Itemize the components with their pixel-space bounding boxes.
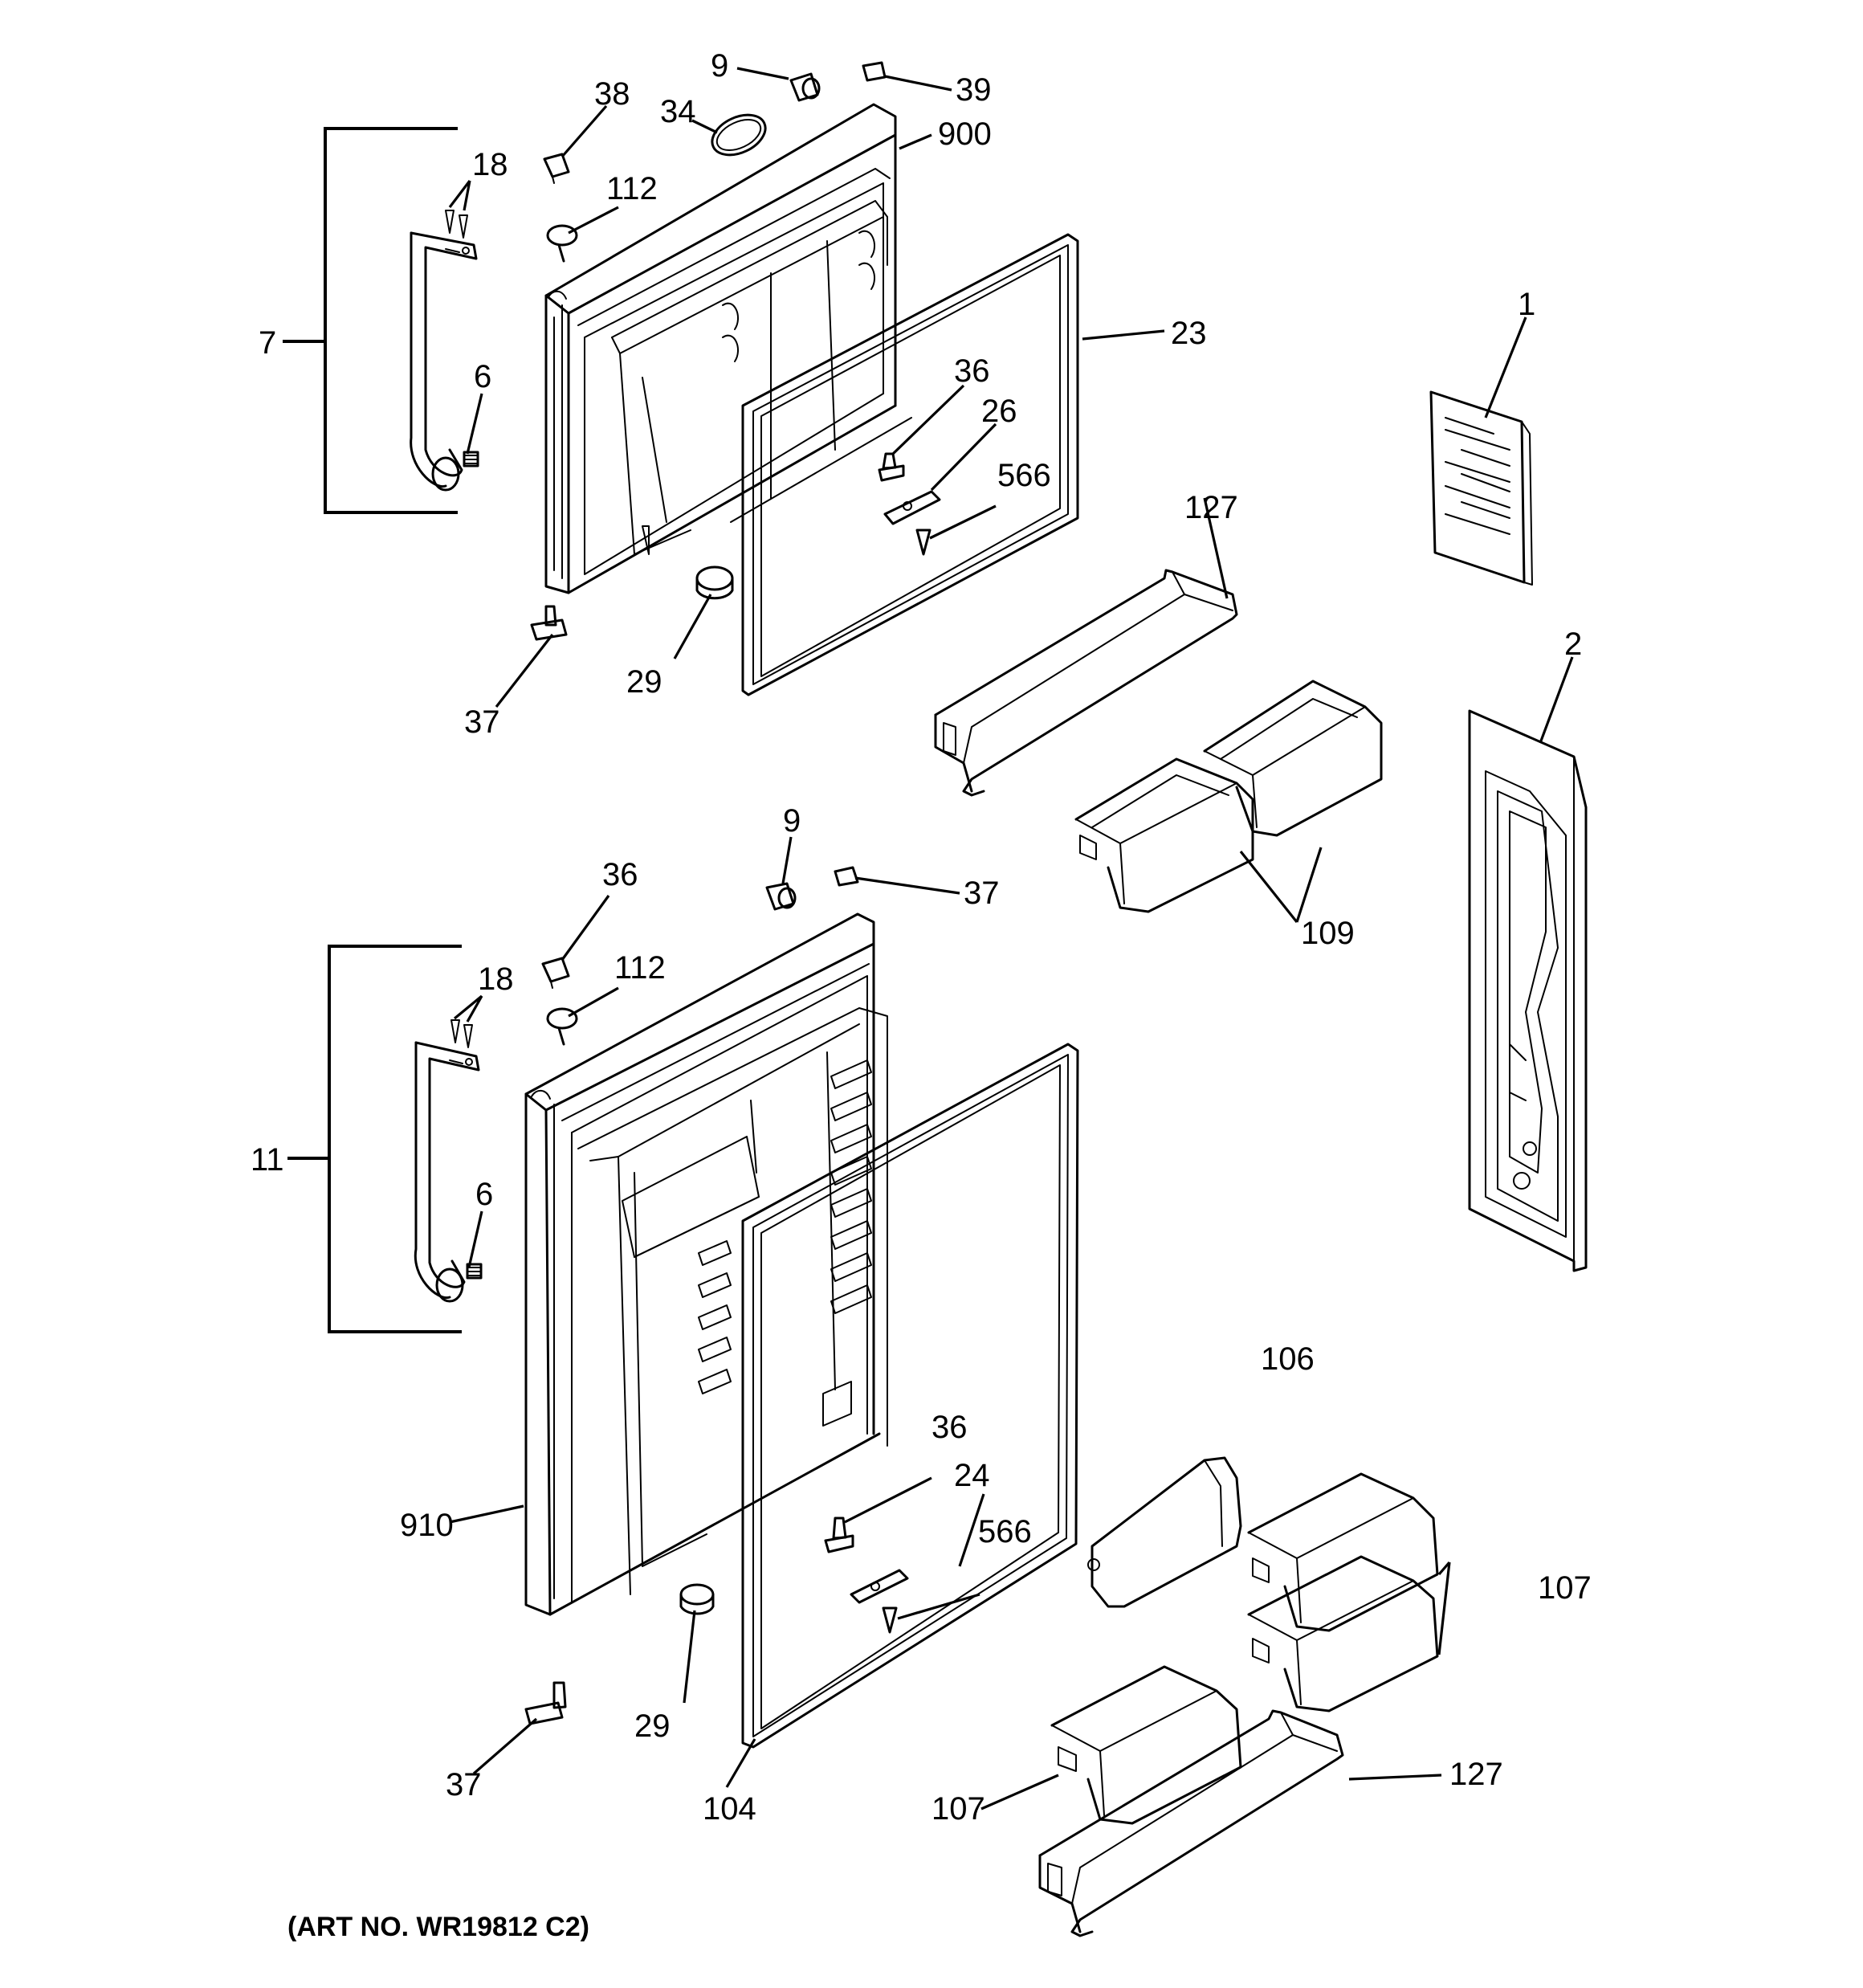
label-part-2: 2: [1564, 627, 1582, 662]
label-part-127-bottom: 127: [1449, 1757, 1503, 1792]
plug-112-bottom: [546, 1007, 578, 1046]
label-part-37-right: 37: [964, 876, 1000, 911]
label-part-26: 26: [981, 394, 1017, 429]
fresh-food-door-910: [524, 912, 888, 1616]
label-part-107-right: 107: [1538, 1570, 1592, 1606]
hinge-pin-37-bottom: [524, 1681, 567, 1725]
label-part-34: 34: [660, 94, 696, 129]
hinge-37-top-bottom-door: [834, 866, 859, 887]
leader-lines: [448, 67, 1574, 1810]
label-part-11: 11: [251, 1142, 284, 1178]
spring-6-bottom: [466, 1263, 483, 1280]
bin-109-a: [1203, 680, 1383, 837]
bin-107-b: [1247, 1555, 1439, 1712]
label-part-24: 24: [954, 1458, 990, 1493]
part-number-labels: 1 2 6 6 7 9 9 11 18 18 23 24 26 29 29 34…: [251, 48, 1592, 1942]
freezer-handle: [410, 231, 478, 492]
label-part-900: 900: [938, 116, 992, 152]
label-part-6-top: 6: [474, 359, 491, 394]
label-part-1: 1: [1518, 287, 1535, 322]
label-part-127-top: 127: [1184, 490, 1238, 525]
label-part-9-bottom: 9: [783, 803, 801, 839]
label-part-910: 910: [400, 1508, 454, 1543]
stop-36-bottom: [824, 1517, 854, 1553]
door-rack-tabs-right: [830, 1059, 872, 1314]
door-shelf-127-bottom: [1038, 1709, 1344, 1937]
label-part-107-left: 107: [932, 1791, 985, 1827]
label-part-36-bottom: 36: [932, 1410, 968, 1445]
freezer-door-gasket-23: [741, 233, 1079, 696]
screws-18-bottom: [450, 1019, 473, 1048]
bin-109-b: [1074, 757, 1254, 913]
fresh-food-gasket-104: [741, 1043, 1079, 1749]
freezer-door-900: [544, 103, 912, 594]
label-part-29-bottom: 29: [634, 1708, 671, 1744]
stop-36-top: [878, 452, 905, 482]
label-part-38: 38: [594, 76, 630, 112]
bin-107-c: [1050, 1665, 1242, 1825]
screw-566-bottom: [882, 1606, 898, 1634]
label-part-104: 104: [703, 1791, 756, 1827]
inner-panel-part-2: [1468, 709, 1588, 1272]
hinge-38: [543, 153, 570, 184]
label-part-36-top: 36: [954, 353, 990, 389]
label-part-36-left: 36: [602, 857, 638, 892]
bushing-29-bottom: [679, 1583, 715, 1615]
dairy-cover-106: [1087, 1456, 1242, 1608]
bracket-26: [883, 490, 941, 525]
label-part-39: 39: [956, 72, 992, 108]
label-part-37-bottom: 37: [446, 1767, 482, 1802]
label-part-109: 109: [1301, 916, 1355, 951]
bushing-9-bottom: [765, 882, 797, 911]
hinge-pin-37-top: [530, 605, 568, 641]
bin-107-a: [1247, 1472, 1439, 1632]
label-part-9-top: 9: [711, 48, 728, 84]
bracket-24: [850, 1569, 909, 1604]
art-number: (ART NO. WR19812 C2): [287, 1912, 589, 1942]
plug-112-top: [546, 224, 578, 263]
label-part-106: 106: [1261, 1341, 1315, 1377]
hinge-39: [862, 61, 887, 82]
door-shelf-127-top: [934, 569, 1238, 797]
label-part-112-top: 112: [606, 171, 658, 206]
gasket-ring-34: [711, 113, 767, 157]
hinge-36-bottom: [541, 957, 570, 989]
label-part-23: 23: [1171, 316, 1207, 351]
label-part-566-bottom: 566: [978, 1514, 1032, 1549]
label-part-18-top: 18: [472, 147, 508, 182]
bracket-11: [287, 945, 462, 1333]
label-part-566-top: 566: [997, 458, 1051, 493]
label-part-7: 7: [259, 325, 276, 361]
bracket-7: [283, 127, 458, 514]
label-part-29-top: 29: [626, 664, 662, 700]
label-part-18-bottom: 18: [478, 961, 514, 997]
door-rack-tabs-left: [698, 1240, 732, 1394]
manual-part-1: [1429, 390, 1533, 586]
bushing-9-top: [789, 72, 821, 102]
bushing-29-top: [695, 565, 734, 600]
label-part-6-bottom: 6: [475, 1177, 493, 1212]
fresh-food-handle: [414, 1041, 480, 1303]
spring-6-top: [463, 451, 479, 467]
screws-18-top: [445, 210, 468, 239]
screw-566-top: [915, 529, 932, 556]
label-part-37-top: 37: [464, 704, 500, 740]
label-part-112-bottom: 112: [614, 950, 666, 986]
